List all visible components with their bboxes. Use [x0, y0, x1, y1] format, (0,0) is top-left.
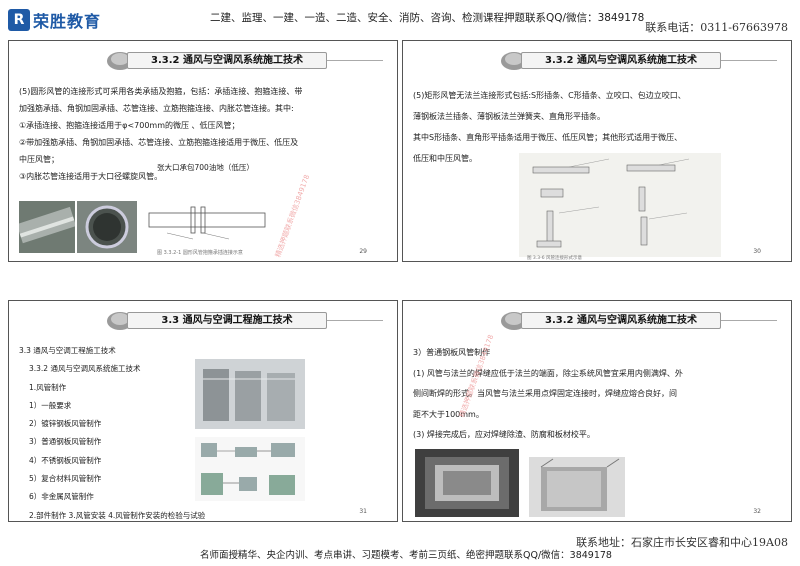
body-line: 其中S形插条、直角形平插条适用于微压、低压风管；其他形式适用于微压、 [413, 133, 683, 142]
slide-title: 3.3.2 通风与空调风系统施工技术 [521, 312, 721, 329]
title-rule [721, 320, 777, 321]
page-number: 29 [359, 248, 367, 255]
body-line: (5)圆形风管的连接形式可采用各类承插及抱箍，包括：承插连接、抱箍连接、带 [19, 87, 303, 96]
body-line: 2）镀锌钢板风管制作 [29, 419, 102, 429]
figure-caption: 图 3.3.2-1 圆形风管抱箍承插连接示意 [157, 250, 243, 256]
body-line: ①承插连接、抱箍连接适用于φ<700mm的微压 、低压风管； [19, 121, 240, 130]
slide-30: 3.3.2 通风与空调风系统施工技术 (5)矩形风管无法兰连接形式包括:S形插条… [402, 40, 792, 262]
connection-diagram [519, 153, 721, 257]
duct-welding-photo-1 [415, 449, 519, 517]
slide-body: 3.3 通风与空调工程施工技术 3.3.2 通风与空调风系统施工技术 1.风管制… [19, 342, 206, 521]
duct-photo-2 [77, 201, 137, 253]
title-rule [721, 60, 777, 61]
body-line: 4）不锈钢板风管制作 [29, 455, 102, 465]
body-line: 1.风管制作 [29, 382, 67, 392]
body-line: 6）非金属风管制作 [29, 492, 94, 502]
page-number: 32 [753, 508, 761, 515]
system-diagram [195, 437, 305, 501]
logo-mark: R [8, 9, 30, 31]
body-line: 薄钢板法兰插条、薄钢板法兰弹簧夹、直角形平插条。 [413, 112, 605, 121]
handwritten-note: 张大口承包700油地（低压） [157, 163, 254, 172]
title-decoration-icon [107, 52, 133, 70]
body-line: 低压和中压风管。 [413, 154, 477, 163]
title-decoration-icon [501, 52, 527, 70]
logo-text: 荣胜教育 [33, 12, 102, 31]
slide-title: 3.3.2 通风与空调风系统施工技术 [521, 52, 721, 69]
title-decoration-icon [107, 312, 133, 330]
body-line: (3) 焊接完成后，应对焊缝除渣、防腐和板材校平。 [413, 430, 595, 439]
body-line: 侧间断焊的形式。当风管与法兰采用点焊固定连接时，焊缝应熔合良好，间 [413, 389, 677, 398]
title-decoration-icon [501, 312, 527, 330]
slide-body: 3）普通钢板风管制作 (1) 风管与法兰的焊缝应低于法兰的端面，除尘系统风管宜采… [413, 343, 683, 446]
body-line: 距不大于100mm。 [413, 409, 484, 419]
body-line: 5）复合材料风管制作 [29, 474, 102, 484]
slide-body: (5)矩形风管无法兰连接形式包括:S形插条、C形插条、立咬口、包边立咬口、 薄钢… [413, 85, 686, 169]
body-line: ③内胀芯管连接适用于大口径螺旋风管。 [19, 172, 163, 181]
promo-banner: 名师面授精华、央企内训、考点串讲、习题模考、考前三页纸、绝密押题联系QQ/微信：… [200, 550, 612, 561]
contact-address: 联系地址：石家庄市长安区睿和中心19A08 [576, 536, 788, 549]
body-line: ②带加强筋承插、角钢加固承插、芯管连接、立筋抱箍连接适用于微压、低压及 [19, 138, 299, 147]
body-line: 1）一般要求 [29, 400, 72, 410]
figure-caption: 图 3.3-6 风管连接形式示意 [527, 256, 583, 261]
courses-banner: 二建、监理、一建、一造、二造、安全、消防、咨询、检测课程押题联系QQ/微信：38… [210, 12, 645, 24]
page-number: 31 [359, 508, 367, 515]
body-line: 3.3.2 通风与空调风系统施工技术 [29, 364, 141, 374]
body-line: 3）普通钢板风管制作 [29, 437, 102, 447]
page-header: R 荣胜教育 二建、监理、一建、一造、二造、安全、消防、咨询、检测课程押题联系Q… [0, 0, 800, 38]
duct-welding-photo-2 [529, 457, 625, 517]
slide-title: 3.3 通风与空调工程施工技术 [127, 312, 327, 329]
chiller-photo [195, 359, 305, 429]
watermark: 精选押题联系微信3849178 [273, 173, 312, 259]
body-line: (1) 风管与法兰的焊缝应低于法兰的端面，除尘系统风管宜采用内侧满焊、外 [413, 368, 683, 378]
slide-29: 3.3.2 通风与空调风系统施工技术 (5)圆形风管的连接形式可采用各类承插及抱… [8, 40, 398, 262]
slide-32: 3.3.2 通风与空调风系统施工技术 3）普通钢板风管制作 (1) 风管与法兰的… [402, 300, 792, 522]
duct-photo-1 [19, 201, 75, 253]
slide-title: 3.3.2 通风与空调风系统施工技术 [127, 52, 327, 69]
body-line: 加强筋承插、角钢加固承插、芯管连接、立筋抱箍连接、内胀芯管连接。其中: [19, 104, 294, 113]
title-rule [327, 60, 383, 61]
pipe-diagram [148, 206, 266, 240]
phone-number: 联系电话：0311-67663978 [645, 21, 788, 34]
page-number: 30 [753, 248, 761, 255]
body-line: (5)矩形风管无法兰连接形式包括:S形插条、C形插条、立咬口、包边立咬口、 [413, 91, 686, 100]
body-line: 3）普通钢板风管制作 [413, 348, 491, 357]
slide-body: (5)圆形风管的连接形式可采用各类承插及抱箍，包括：承插连接、抱箍连接、带 加强… [19, 83, 302, 185]
body-line: 中压风管； [19, 155, 59, 164]
logo: R 荣胜教育 [8, 8, 101, 32]
body-line: 3.3 通风与空调工程施工技术 [19, 346, 116, 355]
slide-31: 3.3 通风与空调工程施工技术 3.3 通风与空调工程施工技术 3.3.2 通风… [8, 300, 398, 522]
title-rule [327, 320, 383, 321]
body-line: 2.部件制作 3.风管安装 4.风管制作安装的检验与试验 [29, 510, 206, 520]
